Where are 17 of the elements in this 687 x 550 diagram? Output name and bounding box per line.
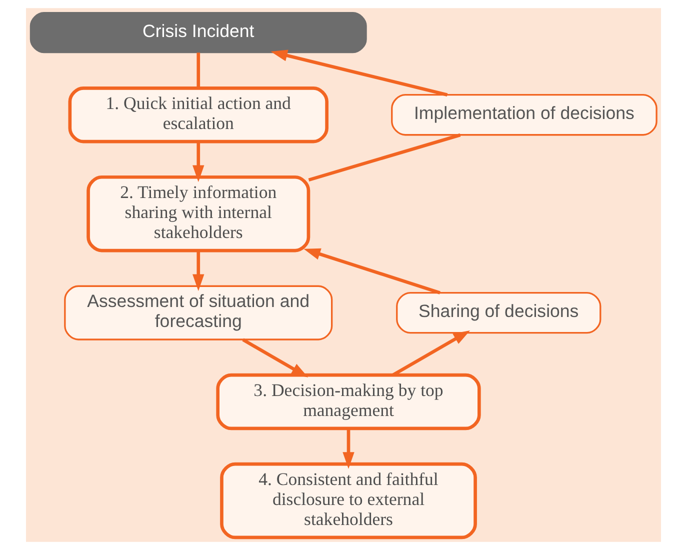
arrow [304,248,440,294]
arrow [342,428,354,469]
arrow [242,338,308,378]
node-box: Implementation of decisions [391,94,658,136]
connector [196,52,200,88]
node-box: 3. Decision-making by top management [216,373,481,430]
arrow [270,50,448,96]
node-box: 1. Quick initial action and escalation [68,86,328,144]
node-box: Sharing of decisions [396,292,602,334]
node-box: 4. Consistent and faithful disclosure to external stakeholders [220,462,477,540]
connector [308,133,461,182]
arrow [192,250,204,291]
node-box: 2. Timely information sharing with internal stakeholders [86,175,310,252]
node-box: Crisis Incident [30,12,367,54]
arrow [392,330,470,376]
arrow [192,142,204,182]
node-box: Assessment of situation and forecasting [64,285,333,340]
